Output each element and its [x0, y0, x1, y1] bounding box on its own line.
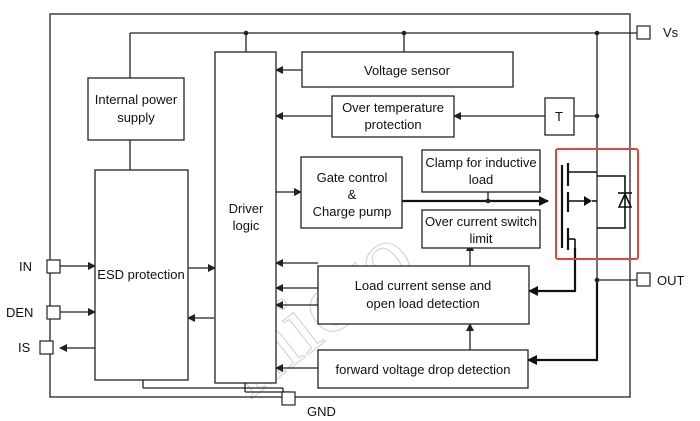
pin-den: DEN	[6, 305, 61, 320]
svg-text:IS: IS	[18, 340, 31, 355]
svg-text:Load current sense and: Load current sense and	[355, 278, 492, 293]
svg-text:Vs: Vs	[663, 25, 679, 40]
svg-text:GND: GND	[307, 404, 336, 419]
pin-is: IS	[18, 340, 54, 355]
esd-protection-block: ESD protection	[94, 169, 189, 381]
pin-in: IN	[19, 259, 61, 274]
over-current-block: Over current switch limit	[421, 209, 541, 249]
forward-voltage-block: forward voltage drop detection	[317, 349, 529, 389]
gate-control-block: Gate control & Charge pump	[300, 156, 403, 229]
svg-text:ESD protection: ESD protection	[97, 267, 184, 282]
voltage-sensor-block: Voltage sensor	[301, 51, 514, 88]
svg-text:supply: supply	[117, 110, 155, 125]
svg-text:Driver: Driver	[229, 201, 264, 216]
svg-text:limit: limit	[469, 231, 492, 246]
svg-text:T: T	[555, 109, 563, 124]
svg-text:Voltage sensor: Voltage sensor	[364, 63, 451, 78]
svg-text:protection: protection	[364, 117, 421, 132]
driver-logic-block: Driver logic	[214, 51, 277, 384]
svg-text:load: load	[469, 172, 494, 187]
pin-vs: Vs	[636, 25, 679, 40]
svg-text:IN: IN	[19, 259, 32, 274]
load-sense-block: Load current sense and open load detecti…	[317, 265, 530, 325]
svg-text:open load detection: open load detection	[366, 296, 479, 311]
svg-text:&: &	[348, 187, 357, 202]
svg-text:DEN: DEN	[6, 305, 33, 320]
svg-text:OUT: OUT	[657, 273, 685, 288]
temperature-sensor-block: T	[544, 97, 575, 136]
svg-text:Internal power: Internal power	[95, 92, 178, 107]
svg-text:Over temperature: Over temperature	[342, 100, 444, 115]
clamp-block: Clamp for inductive load	[421, 149, 541, 193]
internal-power-supply-block: Internal power supply	[87, 77, 185, 141]
over-temperature-block: Over temperature protection	[331, 95, 455, 138]
svg-text:logic: logic	[233, 218, 260, 233]
svg-text:Charge pump: Charge pump	[313, 204, 392, 219]
pin-gnd: GND	[281, 391, 336, 419]
power-mosfet-stage	[555, 148, 639, 260]
svg-text:forward voltage drop detection: forward voltage drop detection	[336, 362, 511, 377]
pin-out: OUT	[636, 272, 685, 288]
svg-text:Over current switch: Over current switch	[425, 214, 537, 229]
svg-text:Clamp for inductive: Clamp for inductive	[425, 155, 536, 170]
svg-text:Gate control: Gate control	[317, 170, 388, 185]
